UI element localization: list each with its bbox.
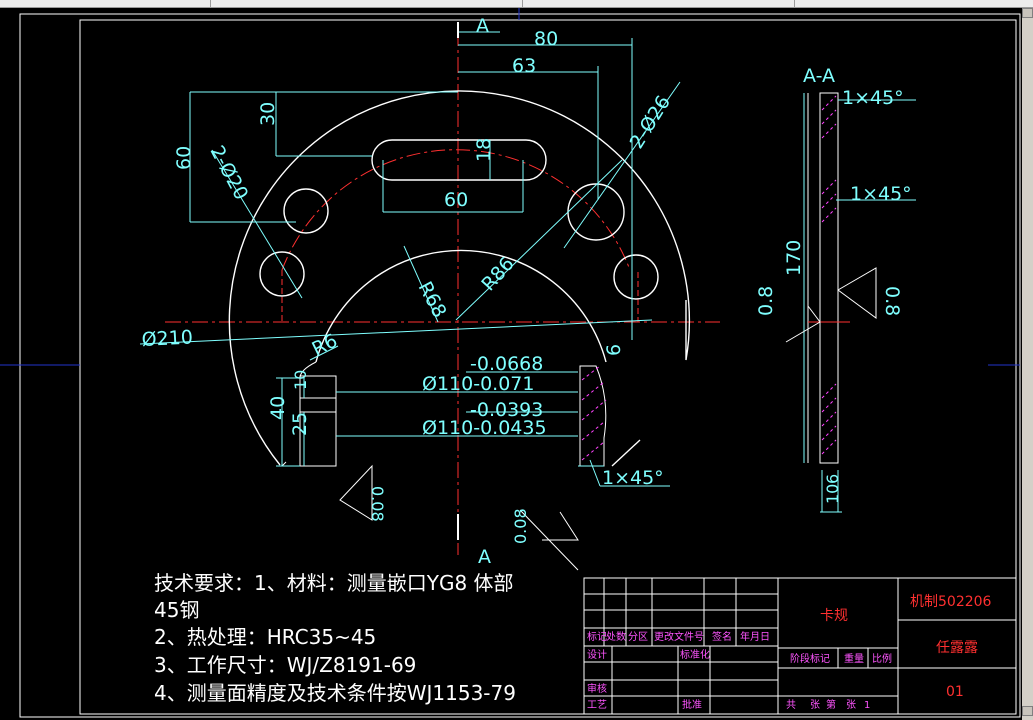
- note-line-4: 3、工作尺寸：WJ/Z8191-69: [154, 653, 416, 677]
- dim-18: 18: [473, 138, 495, 162]
- tb-review: 审核: [587, 682, 607, 695]
- top-bar-segment: [210, 0, 523, 7]
- section-dimension-lines: [803, 93, 916, 513]
- tb-designer: 任露露: [936, 640, 978, 656]
- scroll-up-button[interactable]: [1022, 8, 1033, 18]
- tb-page: 第: [826, 698, 836, 711]
- tb-weight: 重量: [844, 652, 864, 665]
- section-chamfer-top: 1×45°: [842, 87, 904, 109]
- section-dim-10: 10: [823, 484, 842, 504]
- tb-row-label-4: 更改文件号: [654, 630, 704, 643]
- tb-row-label-2: 处数: [606, 630, 626, 643]
- left-jaw-block: [299, 375, 337, 467]
- section-chamfer-mid: 1×45°: [850, 183, 912, 205]
- dim-d110-1: Ø110-0.071: [422, 373, 534, 395]
- section-dim-08-left: 0.8: [755, 286, 777, 316]
- outer-profile-cut: [611, 439, 641, 467]
- right-jaw: [579, 365, 607, 467]
- window-top-bar: [0, 0, 1033, 8]
- roughness-symbol-2: [519, 509, 579, 571]
- tol-upper-2: -0.0393: [470, 399, 543, 421]
- dim-40: 40: [267, 396, 289, 420]
- hole-left-lower: [259, 251, 305, 297]
- tb-row-label-6: 年月日: [740, 630, 770, 643]
- tol-upper-1: -0.0668: [470, 353, 543, 375]
- tb-drawing-no: 机制502206: [910, 594, 992, 610]
- vertical-scrollbar[interactable]: [1022, 8, 1033, 720]
- sheet-inner-border: [79, 19, 1017, 715]
- hole-right-lower: [613, 254, 659, 300]
- tb-page-of: 张: [846, 699, 856, 711]
- tb-stage-mark: 阶段标记: [790, 652, 830, 665]
- dim-d110-2: Ø110-0.0435: [422, 417, 547, 439]
- roughness-value-1: 0.08: [368, 486, 387, 522]
- tb-sheets: 张: [810, 699, 820, 711]
- inner-profile-arc: [315, 249, 607, 363]
- dim-25: 25: [289, 412, 311, 436]
- note-line-3: 2、热处理：HRC35~45: [154, 625, 376, 649]
- section-title: A-A: [803, 65, 835, 87]
- dimension-lines: [139, 31, 681, 487]
- roughness-value-2: 0.08: [511, 508, 530, 544]
- tb-standardize: 标准化: [680, 648, 710, 661]
- roughness-symbol-1: [339, 464, 373, 521]
- top-slot: [371, 139, 547, 181]
- tb-part-name: 卡规: [820, 608, 848, 624]
- tb-approve: 批准: [682, 698, 702, 711]
- tb-page-num: 1: [864, 700, 870, 711]
- label-d210: Ø210: [141, 326, 193, 351]
- section-roughness-left: [785, 305, 821, 343]
- tb-total: 共: [786, 699, 796, 711]
- tb-row-label-3: 分区: [628, 631, 648, 643]
- hole-left-upper: [283, 188, 329, 234]
- chamfer-bottom: 1×45°: [602, 467, 664, 489]
- tb-sheet: 01: [946, 684, 964, 700]
- front-view: [139, 22, 720, 571]
- canvas-background: [0, 8, 1021, 720]
- section-roughness-right: [837, 267, 877, 319]
- dim-6: 6: [603, 344, 625, 356]
- dim-60-slot: 60: [444, 189, 468, 211]
- note-line-2: 45钢: [154, 598, 199, 622]
- top-bar-segment: [0, 0, 211, 7]
- tb-scale: 比例: [872, 652, 892, 665]
- dim-80: 80: [534, 28, 558, 50]
- dim-63: 63: [512, 55, 536, 77]
- note-line-5: 4、测量面精度及技术条件按WJ1153-79: [154, 681, 516, 705]
- dim-60-top: 60: [173, 146, 195, 170]
- section-view: [785, 92, 916, 513]
- section-label-bottom: A: [478, 546, 491, 568]
- outer-profile-end: [281, 461, 287, 467]
- right-jaw-hatch: [581, 365, 607, 461]
- section-label-top: A: [476, 15, 489, 37]
- note-line-1: 技术要求：1、材料：测量嵌口YG8 体部: [154, 571, 514, 595]
- top-bar-segment: [522, 0, 795, 7]
- section-dim-170: 170: [783, 240, 805, 276]
- title-block-grid: [583, 577, 1017, 715]
- dim-10: 10: [291, 370, 310, 390]
- section-dim-6: 6: [823, 474, 842, 484]
- scroll-down-button[interactable]: [1022, 706, 1033, 716]
- section-dim-08-right: 0.8: [881, 286, 903, 316]
- outer-profile-arc: [228, 90, 691, 466]
- section-body: [819, 92, 839, 464]
- bolt-circle-arc: [281, 149, 631, 271]
- tb-row-label-1: 标记: [587, 631, 607, 643]
- dim-30: 30: [257, 102, 279, 126]
- tb-row-label-5: 签名: [712, 630, 732, 643]
- tb-process: 工艺: [587, 699, 607, 711]
- tb-design: 设计: [587, 648, 607, 661]
